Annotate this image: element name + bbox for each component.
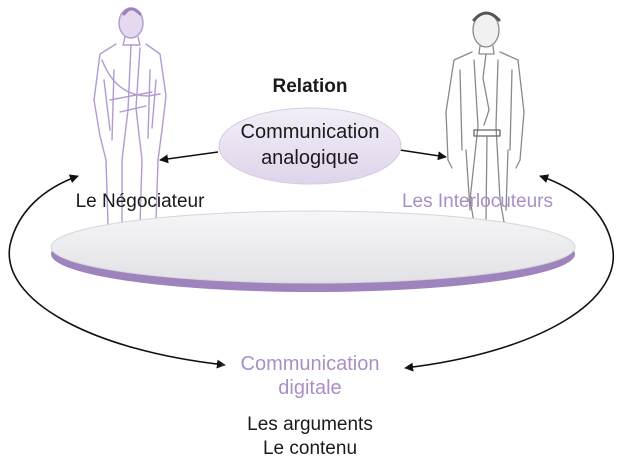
analog-bubble — [218, 107, 402, 185]
content-labels: Les arguments Le contenu — [220, 413, 400, 461]
left-short-arrow — [159, 151, 219, 164]
relation-label: Relation — [272, 76, 348, 97]
negotiator-label: Le Négociateur — [75, 191, 205, 212]
digital-communication-label: Communication digitale — [220, 352, 400, 400]
analog-communication-label: Communication analogique — [220, 119, 400, 171]
digital-line-2: digitale — [278, 377, 342, 399]
analog-line-2: analogique — [261, 147, 359, 169]
interlocutors-label: Les Interlocuteurs — [401, 191, 554, 212]
digital-line-1: Communication — [240, 353, 380, 375]
analog-line-1: Communication — [240, 121, 380, 143]
right-loop-arrow — [404, 174, 615, 372]
stage-disc — [50, 210, 576, 292]
content-label: Le contenu — [262, 438, 358, 459]
right-short-arrow — [399, 149, 447, 161]
left-loop-arrow — [8, 174, 226, 369]
arguments-label: Les arguments — [247, 414, 373, 435]
digital-bubble — [215, 341, 411, 409]
